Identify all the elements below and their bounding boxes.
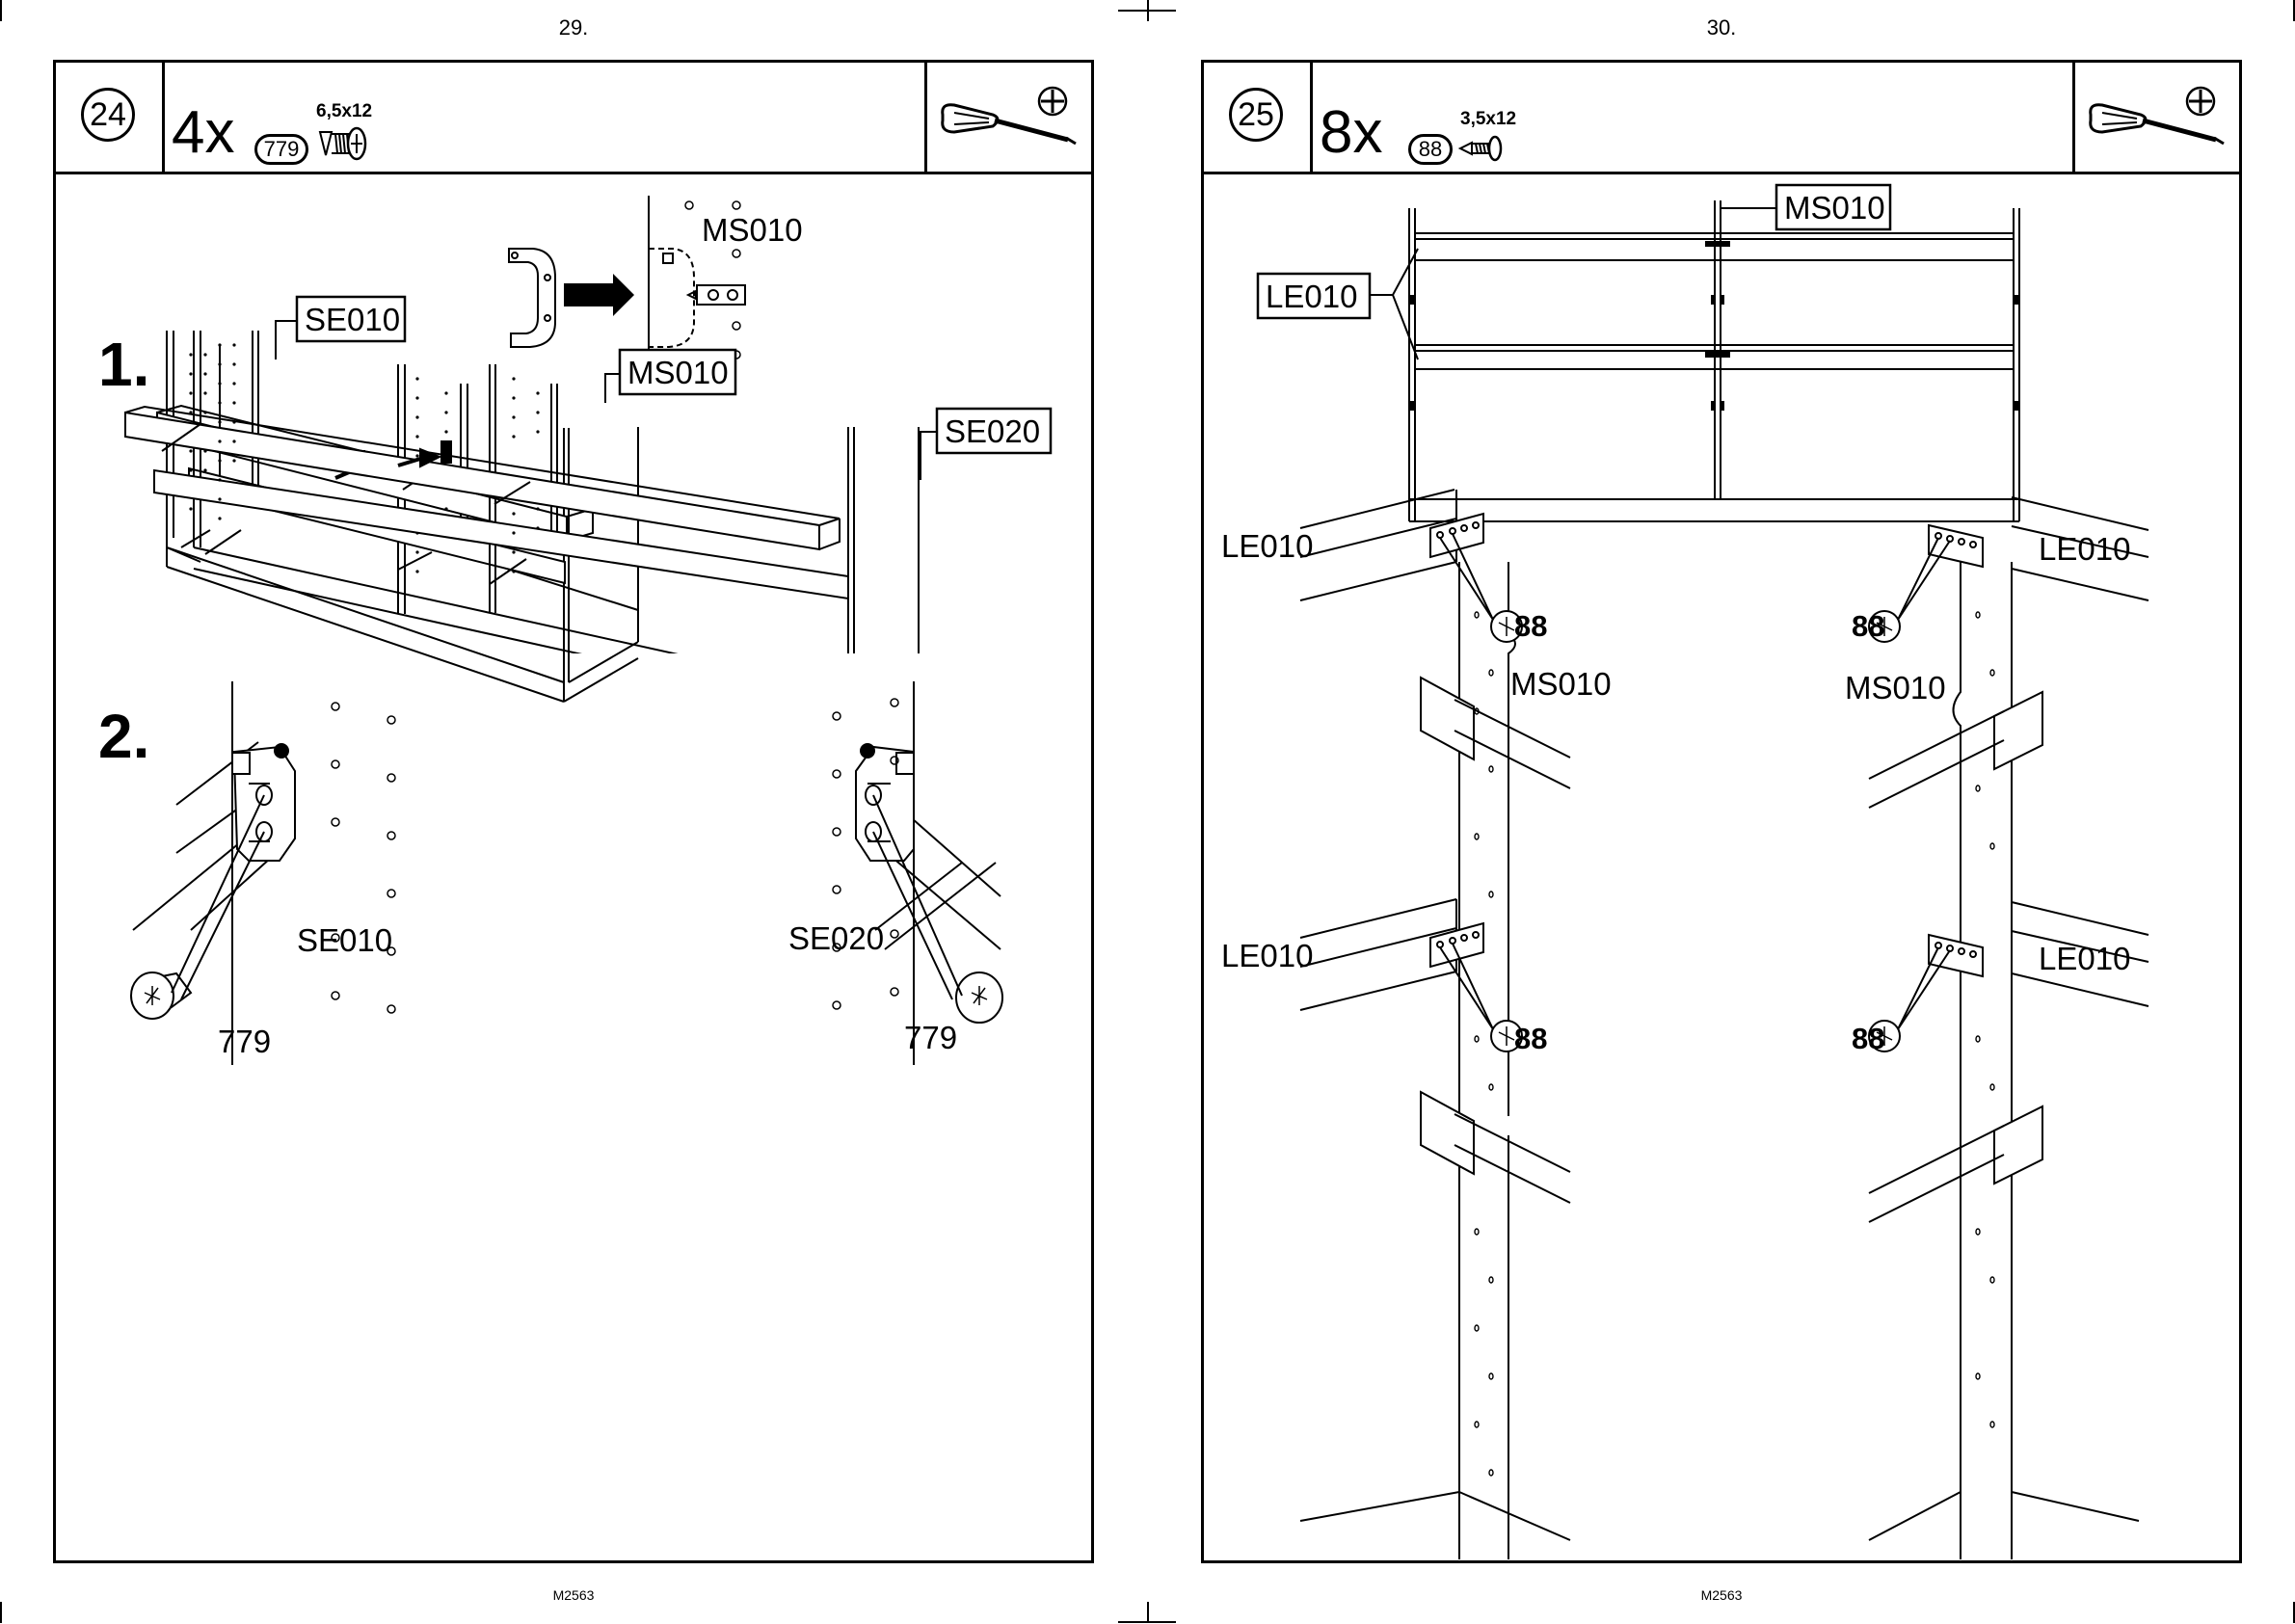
se020-label-graphic: SE020 [56,172,1091,653]
tool-cell [924,63,1091,172]
label-le010-c: LE010 [1221,938,1313,973]
step-number-cell: 24 [56,63,165,172]
screw-quantity: 4x [172,103,234,163]
label-ms010-top: MS010 [1721,185,1890,229]
label-ms010-right: MS010 [1845,670,1946,706]
brackets-and-screws [1430,514,1983,1052]
label-screw-88-d: 88 [1852,1022,1884,1055]
label-le010-top: LE010 [1258,249,1418,359]
label-screw-88-b: 88 [1852,609,1884,643]
step-25-frame: 25 8x 88 3,5x12 [1201,60,2242,1563]
step-24-frame: 24 4x 779 6,5x12 [53,60,1094,1563]
phillips-screwdriver-icon [935,84,1080,151]
step-number: 24 [81,88,135,142]
screw-size: 3,5x12 [1460,109,1516,130]
svg-text:SE020: SE020 [945,413,1040,449]
label-screw-88-a: 88 [1514,609,1547,643]
part-number-badge: 88 [1408,134,1453,165]
screw-icon [1458,134,1505,163]
screw-size: 6,5x12 [316,101,372,122]
cabinet-overview [1409,200,2019,521]
step-header: 25 8x 88 3,5x12 [1204,63,2239,174]
footer-code: M2563 [1673,1587,1770,1603]
label-ms010-left: MS010 [1510,666,1612,702]
page-30: 30. 25 8x 88 3,5x12 [1148,0,2295,1624]
tool-cell [2072,63,2239,172]
svg-text:LE010: LE010 [1266,279,1357,314]
panel-holes [1475,612,1994,1476]
step-number-cell: 25 [1204,63,1313,172]
substep-2-illustration: SE010 SE020 779 779 [56,660,1091,1557]
part-number-badge: 779 [254,134,308,165]
phillips-screwdriver-icon [2083,84,2228,151]
label-le010-a: LE010 [1221,528,1313,564]
screw-quantity: 8x [1320,103,1382,163]
label-se010-bottom: SE010 [297,922,392,958]
step-25-illustration: MS010 LE010 [1204,172,2239,1560]
footer-code: M2563 [525,1587,622,1603]
label-screw-779-right: 779 [904,1020,957,1055]
page-29: 29. 24 4x 779 6,5x12 [0,0,1147,1624]
label-se020-bottom: SE020 [788,920,884,956]
label-screw-779-left: 779 [218,1024,271,1059]
label-le010-b: LE010 [2039,531,2130,567]
label-screw-88-c: 88 [1514,1022,1547,1055]
svg-text:MS010: MS010 [1784,190,1885,226]
label-le010-d: LE010 [2039,941,2130,976]
panel-detail [1300,490,2148,1559]
screw-icon [318,124,368,163]
page-number: 29. [525,15,622,40]
step-number: 25 [1229,88,1283,142]
step-header: 24 4x 779 6,5x12 [56,63,1091,174]
page-number: 30. [1673,15,1770,40]
